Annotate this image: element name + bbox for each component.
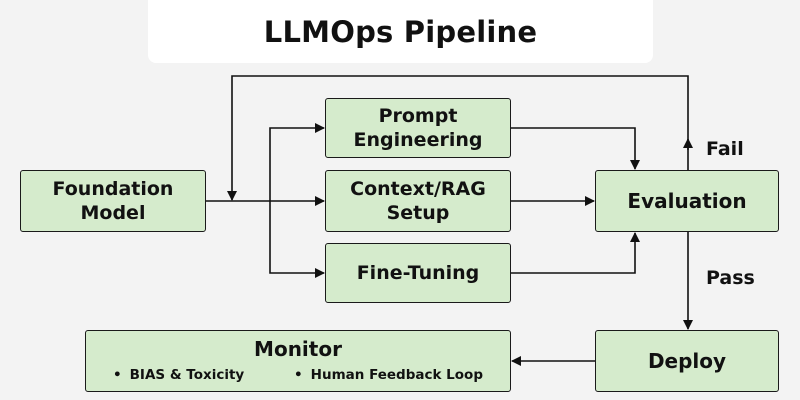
node-label-line: Prompt	[378, 105, 458, 127]
node-label-line: Context/RAG	[350, 178, 486, 200]
monitor-bullet-list: BIAS & Toxicity Human Feedback Loop	[113, 366, 483, 384]
node-monitor: Monitor BIAS & Toxicity Human Feedback L…	[85, 330, 511, 392]
node-deploy: Deploy	[595, 330, 779, 392]
monitor-bullet-item: BIAS & Toxicity	[113, 366, 245, 384]
edge-label-fail: Fail	[706, 138, 744, 160]
node-fine-tuning: Fine-Tuning	[325, 243, 511, 303]
edge-fail-loop	[227, 75, 689, 201]
node-label-line: Foundation	[52, 178, 174, 200]
node-label: Evaluation	[627, 189, 747, 213]
monitor-bullet-item: Human Feedback Loop	[294, 366, 483, 384]
monitor-title: Monitor	[254, 337, 342, 361]
node-label: Fine-Tuning	[356, 262, 480, 284]
node-label-line: Model	[80, 202, 146, 224]
node-label-line: Setup	[386, 202, 450, 224]
edge-fine-tuning-to-evaluation	[511, 232, 640, 274]
node-prompt-engineering: Prompt Engineering	[325, 98, 511, 158]
edge-branch-to-fine-tuning	[269, 201, 325, 278]
node-foundation-model: Foundation Model	[20, 170, 206, 232]
node-evaluation: Evaluation	[595, 170, 779, 232]
diagram-title: LLMOps Pipeline	[263, 14, 538, 49]
node-label-line: Engineering	[353, 129, 483, 151]
edge-prompt-to-evaluation	[511, 127, 640, 170]
edge-label-pass: Pass	[706, 267, 755, 289]
edge-branch-to-prompt	[269, 123, 325, 201]
node-context-rag-setup: Context/RAG Setup	[325, 170, 511, 232]
node-label: Deploy	[647, 349, 727, 373]
title-banner: LLMOps Pipeline	[148, 0, 653, 63]
